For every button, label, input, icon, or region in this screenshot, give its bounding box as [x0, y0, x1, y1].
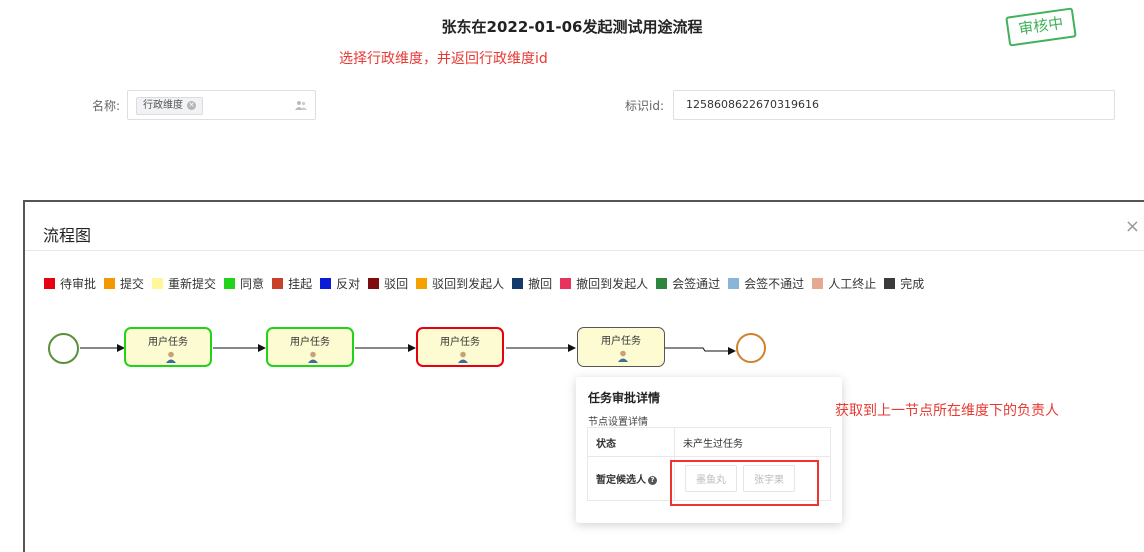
highlight-box: [670, 460, 819, 506]
legend-label: 完成: [900, 277, 925, 291]
users-icon[interactable]: [295, 100, 307, 110]
status-legend: 待审批 提交 重新提交 同意 挂起 反对 驳回 驳回到发起人 撤回 撤回到发起人 会签通过 会签不通过…: [44, 275, 932, 292]
legend-swatch: [656, 278, 668, 289]
user-task-node[interactable]: 用户任务: [416, 327, 504, 367]
flow-arrows: [80, 344, 736, 355]
legend-swatch: [272, 278, 284, 289]
legend-swatch: [416, 278, 428, 289]
popup-subheading: 节点设置详情: [588, 417, 648, 428]
user-task-label: 用户任务: [601, 336, 641, 347]
legend-item: 完成: [884, 275, 924, 292]
legend-label: 待审批: [60, 277, 97, 291]
legend-item: 人工终止: [812, 275, 876, 292]
dimension-tag-label: 行政维度: [143, 100, 183, 111]
legend-item: 反对: [320, 275, 360, 292]
legend-item: 提交: [104, 275, 144, 292]
legend-swatch: [560, 278, 572, 289]
candidates-cell: 墨鱼丸张宇果: [674, 456, 831, 501]
legend-label: 撤回: [528, 277, 553, 291]
legend-item: 会签不通过: [728, 275, 804, 292]
user-task-label: 用户任务: [148, 337, 188, 348]
legend-item: 重新提交: [152, 275, 216, 292]
person-icon: [308, 351, 318, 363]
flowchart-dialog: 流程图 × 待审批 提交 重新提交 同意 挂起 反对 驳回 驳回到发起人 撤回 撤回到发起人 会签通…: [23, 200, 1144, 552]
legend-swatch: [884, 278, 896, 289]
legend-item: 挂起: [272, 275, 312, 292]
candidates-key-label: 暂定候选人: [596, 475, 646, 486]
legend-label: 挂起: [288, 277, 313, 291]
person-icon: [166, 351, 176, 363]
user-task-label: 用户任务: [440, 337, 480, 348]
legend-swatch: [320, 278, 332, 289]
dimension-select[interactable]: 行政维度 ✕: [127, 90, 316, 120]
legend-item: 待审批: [44, 275, 96, 292]
candidates-key: 暂定候选人?: [587, 456, 675, 501]
status-value: 未产生过任务: [674, 427, 831, 457]
legend-item: 驳回到发起人: [416, 275, 504, 292]
legend-swatch: [728, 278, 740, 289]
divider: [25, 250, 1144, 251]
person-icon: [618, 350, 628, 362]
start-event[interactable]: [48, 333, 79, 364]
legend-swatch: [152, 278, 164, 289]
legend-swatch: [368, 278, 380, 289]
dialog-title: 流程图: [43, 226, 92, 245]
id-value: 1258608622670319616: [686, 98, 819, 111]
legend-label: 人工终止: [828, 277, 877, 291]
user-task-node[interactable]: 用户任务: [577, 327, 665, 367]
legend-swatch: [812, 278, 824, 289]
legend-label: 驳回: [384, 277, 409, 291]
task-detail-popup: 任务审批详情 节点设置详情 状态 未产生过任务 暂定候选人? 墨鱼丸张宇果: [576, 377, 842, 523]
table-row: 状态 未产生过任务: [587, 427, 831, 457]
id-field[interactable]: 1258608622670319616: [673, 90, 1115, 120]
status-key: 状态: [587, 427, 675, 457]
user-task-label: 用户任务: [290, 337, 330, 348]
user-task-node[interactable]: 用户任务: [124, 327, 212, 367]
candidate-chip[interactable]: 张宇果: [743, 465, 795, 492]
annotation-right: 获取到上一节点所在维度下的负责人: [835, 403, 1059, 419]
legend-swatch: [104, 278, 116, 289]
legend-item: 驳回: [368, 275, 408, 292]
dimension-tag: 行政维度 ✕: [136, 97, 203, 115]
legend-swatch: [512, 278, 524, 289]
id-label: 标识id:: [625, 99, 664, 113]
annotation-top: 选择行政维度，并返回行政维度id: [339, 51, 548, 67]
legend-label: 反对: [336, 277, 361, 291]
legend-swatch: [224, 278, 236, 289]
detail-table: 状态 未产生过任务 暂定候选人? 墨鱼丸张宇果: [587, 427, 831, 501]
remove-tag-icon[interactable]: ✕: [187, 100, 196, 110]
name-label: 名称:: [92, 99, 121, 113]
person-icon: [458, 351, 468, 363]
user-task-node[interactable]: 用户任务: [266, 327, 354, 367]
help-icon[interactable]: ?: [648, 475, 657, 485]
close-icon[interactable]: ×: [1124, 216, 1140, 237]
legend-item: 撤回: [512, 275, 552, 292]
candidate-chip[interactable]: 墨鱼丸: [685, 465, 737, 492]
status-stamp: 审核中: [1005, 7, 1077, 47]
legend-label: 驳回到发起人: [432, 277, 505, 291]
table-row: 暂定候选人? 墨鱼丸张宇果: [587, 456, 831, 501]
page-title: 张东在2022-01-06发起测试用途流程: [441, 18, 703, 36]
legend-label: 会签不通过: [744, 277, 805, 291]
legend-label: 撤回到发起人: [576, 277, 649, 291]
legend-label: 重新提交: [168, 277, 217, 291]
popup-heading: 任务审批详情: [588, 391, 661, 405]
legend-item: 同意: [224, 275, 264, 292]
legend-label: 同意: [240, 277, 265, 291]
end-event[interactable]: [736, 333, 766, 363]
legend-label: 提交: [120, 277, 145, 291]
legend-label: 会签通过: [672, 277, 721, 291]
legend-item: 撤回到发起人: [560, 275, 648, 292]
legend-item: 会签通过: [656, 275, 720, 292]
legend-swatch: [44, 278, 55, 289]
